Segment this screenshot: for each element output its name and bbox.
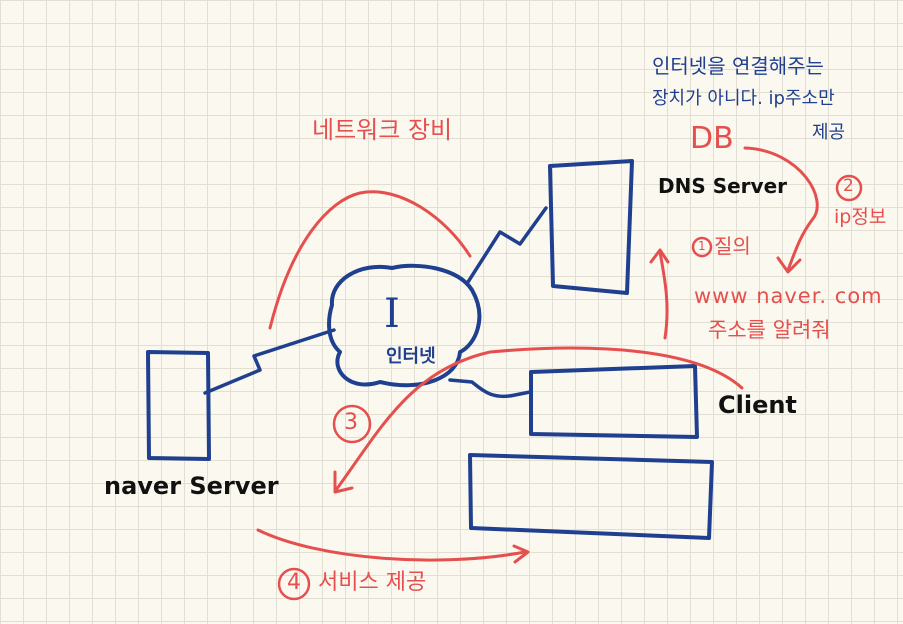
step1-number: 1 [698, 239, 706, 253]
internet-cloud [327, 263, 482, 388]
network-device-label: 네트워크 장비 [312, 116, 453, 144]
ip-info-label: ip정보 [834, 206, 887, 228]
dns-server-label: DNS Server [658, 174, 788, 198]
network-device-arc [268, 190, 472, 330]
step2-number: 2 [843, 176, 854, 196]
client-to-server-arrow [334, 346, 744, 492]
client-box-2 [468, 453, 714, 540]
step2-circle [835, 174, 863, 202]
client-label: Client [718, 391, 797, 419]
query-arrowhead [649, 248, 670, 264]
server-to-internet-line [203, 328, 336, 395]
service-arrowhead [512, 544, 530, 564]
service-label: 서비스 제공 [318, 570, 427, 595]
naver-server-label: naver Server [104, 472, 279, 500]
db-to-client-arrow [743, 146, 819, 272]
internet-to-dns-line [466, 206, 548, 284]
service-arrow [256, 528, 527, 562]
step1-circle [691, 236, 713, 258]
step3-circle [332, 404, 372, 444]
db-label: DB [690, 121, 734, 156]
client-box-1 [529, 364, 699, 439]
note-line-1: 인터넷을 연결해주는 [652, 54, 824, 78]
url-label: www naver. com [694, 284, 883, 308]
dns-server-box [548, 159, 634, 295]
step4-number: 4 [287, 570, 301, 595]
client-to-server-arrowhead [333, 470, 354, 494]
query-label: 질의 [714, 234, 751, 258]
step4-circle [277, 567, 311, 601]
internet-symbol: I [384, 291, 400, 337]
tell-address-label: 주소를 알려줘 [708, 318, 831, 342]
note-line-2: 장치가 아니다. ip주소만 [652, 88, 835, 109]
query-arrow [658, 250, 669, 340]
internet-label: 인터넷 [386, 346, 436, 367]
internet-to-client-line [448, 378, 532, 398]
db-to-client-arrowhead [776, 256, 802, 274]
naver-server-box [146, 350, 211, 461]
note-line-3: 제공 [812, 122, 846, 143]
step3-number: 3 [344, 410, 358, 435]
